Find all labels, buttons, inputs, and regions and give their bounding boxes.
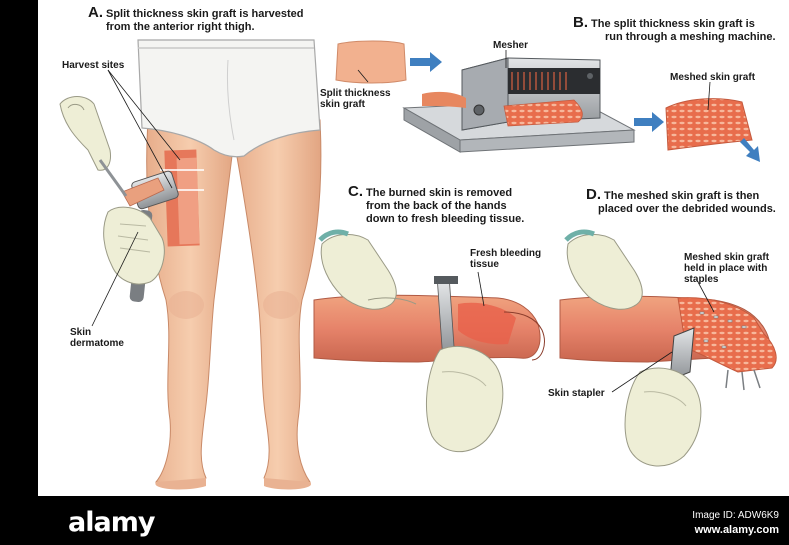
- label-meshed-graft: Meshed skin graft: [670, 72, 756, 83]
- caption-d-line2: placed over the debrided wounds.: [598, 203, 776, 215]
- debridement-scene: [313, 229, 545, 453]
- caption-c-letter: C.: [348, 183, 363, 200]
- caption-a-line1: Split thickness skin graft is harvested: [106, 8, 304, 20]
- label-split-graft: Split thickness skin graft: [320, 88, 391, 110]
- caption-b-line2: run through a meshing machine.: [605, 31, 776, 43]
- caption-c-line2: from the back of the hands: [366, 200, 507, 212]
- caption-a-line2: from the anterior right thigh.: [106, 21, 255, 33]
- label-meshed-held-line3: staples: [684, 274, 719, 285]
- label-meshed-held: Meshed skin graft held in place with sta…: [684, 252, 769, 285]
- caption-d: D.The meshed skin graft is then placed o…: [586, 186, 776, 215]
- caption-d-letter: D.: [586, 186, 601, 203]
- label-split-graft-line2: skin graft: [320, 99, 366, 110]
- medical-illustration: [59, 39, 777, 490]
- image-id-text: Image ID: ADW6K9: [692, 510, 779, 521]
- mesher-machine: [335, 40, 760, 162]
- legs-figure: [59, 39, 322, 490]
- alamy-logo[interactable]: alamy: [68, 507, 155, 538]
- footer-bar: [0, 496, 789, 545]
- label-skin-dermatome: Skin dermatome: [70, 327, 124, 349]
- label-skin-stapler: Skin stapler: [548, 388, 605, 399]
- caption-c-line3: down to fresh bleeding tissue.: [366, 213, 525, 225]
- caption-a: A.Split thickness skin graft is harveste…: [88, 4, 304, 33]
- caption-d-line1: The meshed skin graft is then: [604, 190, 760, 202]
- label-fresh-bleeding: Fresh bleeding tissue: [470, 248, 541, 270]
- label-fresh-bleeding-line1: Fresh bleeding: [470, 248, 542, 259]
- label-mesher: Mesher: [493, 40, 529, 51]
- caption-c: C.The burned skin is removed from the ba…: [348, 183, 525, 225]
- caption-a-letter: A.: [88, 4, 103, 21]
- label-split-graft-line1: Split thickness: [320, 88, 391, 99]
- caption-b: B.The split thickness skin graft is run …: [573, 14, 776, 43]
- label-harvest-sites: Harvest sites: [62, 60, 125, 71]
- illustration-canvas: A.Split thickness skin graft is harveste…: [38, 0, 789, 496]
- site-url-link[interactable]: www.alamy.com: [694, 524, 779, 536]
- label-meshed-held-line1: Meshed skin graft: [684, 252, 770, 263]
- caption-b-letter: B.: [573, 14, 588, 31]
- leader-lines: [91, 50, 715, 393]
- label-skin-dermatome-line1: Skin: [70, 327, 92, 338]
- watermark-b: a: [562, 200, 570, 216]
- label-fresh-bleeding-line2: tissue: [470, 259, 499, 270]
- caption-c-line1: The burned skin is removed: [366, 187, 513, 199]
- graft-placement-scene: [559, 229, 777, 467]
- label-skin-dermatome-line2: dermatome: [70, 338, 124, 349]
- caption-b-line1: The split thickness skin graft is: [591, 18, 755, 30]
- label-meshed-held-line2: held in place with: [684, 263, 768, 274]
- watermark-a: a: [234, 238, 242, 254]
